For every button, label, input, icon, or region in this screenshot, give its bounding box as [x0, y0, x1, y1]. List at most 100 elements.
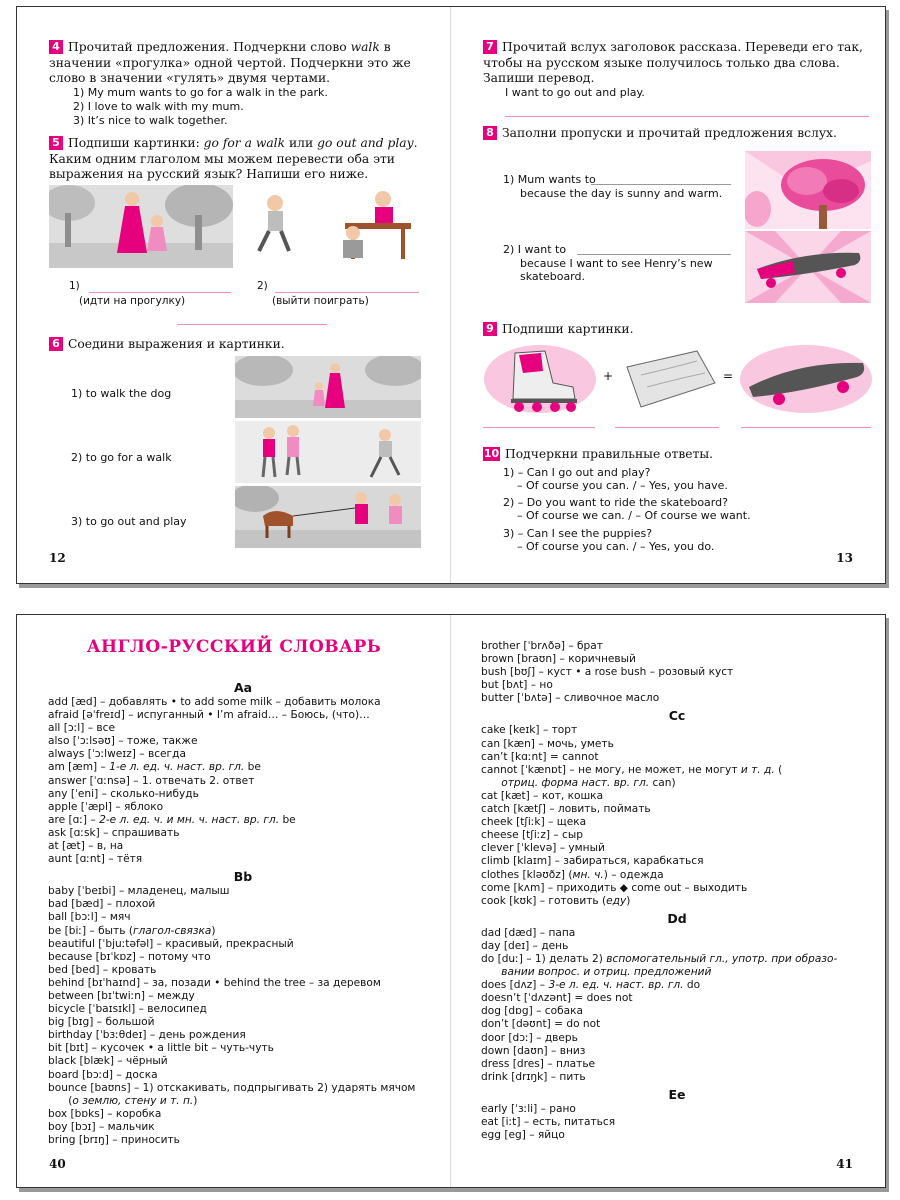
entry-text: can [kæn] – мочь, уметь	[481, 737, 614, 750]
entry-text: are [ɑː] –	[48, 813, 100, 826]
translation-line[interactable]	[505, 116, 869, 117]
exercise-6-number: 6	[49, 337, 63, 351]
entry-text-tail: )	[626, 894, 631, 907]
dictionary-entry: apple [ˈæpl] – яблоко	[48, 801, 438, 814]
entry-text: cheek [tʃiːk] – щека	[481, 816, 587, 829]
page-number: 41	[836, 1157, 853, 1171]
dictionary-entry: bring [brɪŋ] – приносить	[48, 1134, 438, 1147]
entry-text-tail: be	[244, 761, 261, 774]
entry-text: add [æd] – добавлять • to add some milk …	[48, 696, 381, 708]
picture-skateboard-pink	[745, 231, 871, 303]
dictionary-entry: also [ˈɔːlsəʊ] – тоже, также	[48, 735, 438, 748]
dictionary-entry: cake [keɪk] – торт	[481, 724, 873, 737]
entry-text-tail: be	[279, 813, 296, 826]
dictionary-entry: отриц. форма наст. вр. гл. can)	[481, 777, 873, 790]
dictionary-entry: birthday [ˈbɜːθdeɪ] – день рождения	[48, 1029, 438, 1042]
entry-text: catch [kætʃ] – ловить, поймать	[481, 803, 651, 816]
picture-walk-the-dog[interactable]	[235, 486, 421, 548]
dialogue-answer[interactable]: – Of course we can. / – Of course we wan…	[503, 509, 751, 522]
entry-grammar-note: глагол-связка	[132, 924, 212, 937]
expression-item[interactable]: 2) to go for a walk	[71, 451, 172, 464]
answer-line-1[interactable]	[89, 292, 231, 293]
dictionary-entry: dad [dæd] – папа	[481, 927, 873, 940]
dictionary-entry: do [duː] – 1) делать 2) вспомогательный …	[481, 953, 873, 966]
dictionary-entry: eat [iːt] – есть, питаться	[481, 1116, 873, 1129]
dictionary-entry: dress [dres] – платье	[481, 1058, 873, 1071]
dictionary-entry: cannot [ˈkænɒt] – не могу, не может, не …	[481, 764, 873, 777]
dictionary-entry: don’t [dəʊnt] = do not	[481, 1018, 873, 1031]
entry-text: all [ɔːl] – все	[48, 722, 115, 735]
dictionary-entry: beautiful [ˈbjuːtəfəl] – красивый, прекр…	[48, 938, 438, 951]
page-number: 40	[49, 1157, 66, 1171]
dictionary-entry: butter [ˈbʌtə] – сливочное масло	[481, 692, 873, 705]
picture-walk-in-park	[49, 185, 233, 268]
dictionary-entry: cat [kæt] – кот, кошка	[481, 790, 873, 803]
entry-text: answer [ˈɑːnsə] – 1. отвечать 2. ответ	[48, 774, 255, 787]
expression-item[interactable]: 3) to go out and play	[71, 515, 187, 528]
exercise-4-sentence: 3) It’s nice to walk together.	[73, 114, 228, 127]
entry-text: come [kʌm] – приходить ◆ come out – выхо…	[481, 881, 748, 894]
label-line-skate[interactable]	[483, 427, 595, 428]
dictionary-letter-heading: Aa	[233, 680, 253, 695]
entry-text: dress [dres] – платье	[481, 1057, 596, 1070]
dictionary-entry: come [kʌm] – приходить ◆ come out – выхо…	[481, 882, 873, 895]
expression-item[interactable]: 1) to walk the dog	[71, 387, 172, 400]
answer-label-1: 1)	[69, 280, 80, 292]
equals-sign: =	[723, 369, 734, 383]
exercise-4-number: 4	[49, 40, 63, 54]
page-gutter	[450, 615, 451, 1187]
gap-sentence-2: 2) I want to	[503, 243, 567, 256]
dictionary-entry: clothes [kləʊðz] (мн. ч.) – одежда	[481, 869, 873, 882]
entry-text: bicycle [ˈbaɪsɪkl] – велосипед	[48, 1003, 207, 1016]
dictionary-entry: early [ˈɜːli] – рано	[481, 1103, 873, 1116]
entry-text: cake [keɪk] – торт	[481, 724, 578, 737]
dictionary-entry: bed [bed] – кровать	[48, 964, 438, 977]
gap-sentence-2-continuation: because I want to see Henry’s new skateb…	[520, 257, 713, 283]
dictionary-entry: cheese [tʃiːz] – сыр	[481, 829, 873, 842]
dictionary-letter-heading: Cc	[668, 708, 686, 724]
dictionary-entry: ask [ɑːsk] – спрашивать	[48, 827, 438, 840]
entry-grammar-note: о землю, стену и т. п.	[72, 1094, 194, 1107]
entry-text-tail: (	[774, 763, 783, 776]
dialogue-answer[interactable]: – Of course you can. / – Yes, you have.	[503, 479, 728, 492]
answer-line-verb[interactable]	[177, 324, 327, 325]
picture-walk-in-park-small[interactable]	[235, 356, 421, 418]
dictionary-entry: black [blæk] – чёрный	[48, 1055, 438, 1068]
exercise-4-sentence: 1) My mum wants to go for a walk in the …	[73, 86, 328, 99]
entry-text: black [blæk] – чёрный	[48, 1055, 168, 1068]
dictionary-entry: can’t [kɑːnt] = cannot	[481, 751, 873, 764]
entry-text: down [daʊn] – вниз	[481, 1044, 586, 1057]
dialogue-answer[interactable]: – Of course you can. / – Yes, you do.	[503, 540, 715, 553]
dictionary-entry: are [ɑː] – 2-е л. ед. ч. и мн. ч. наст. …	[48, 814, 438, 827]
picture-go-out-and-play	[235, 185, 419, 268]
entry-text-tail: do	[683, 979, 701, 992]
entry-text: climb [klaɪm] – забираться, карабкаться	[481, 855, 704, 868]
entry-text: brown [braʊn] – коричневый	[481, 653, 636, 666]
dictionary-entry: be [biː] – быть (глагол-связка)	[48, 925, 438, 938]
label-line-skateboard[interactable]	[741, 427, 871, 428]
picture-kids-playing[interactable]	[235, 421, 421, 483]
entry-text: cat [kæt] – кот, кошка	[481, 789, 604, 802]
dictionary-entry: boy [bɔɪ] – мальчик	[48, 1121, 438, 1134]
entry-text: dad [dæd] – папа	[481, 926, 576, 939]
label-line-board[interactable]	[615, 427, 719, 428]
entry-text: bed [bed] – кровать	[48, 963, 157, 976]
gap-line-2[interactable]	[577, 254, 731, 255]
answer-line-2[interactable]	[275, 292, 419, 293]
entry-text-tail: )	[211, 924, 216, 937]
answer-label-2: 2)	[257, 280, 268, 292]
dictionary-entry: baby [ˈbeɪbi] – младенец, малыш	[48, 885, 438, 898]
dictionary-entry: вании вопрос. и отриц. предложений	[481, 966, 873, 979]
dialogue-line: 3) – Can I see the puppies?	[503, 527, 653, 540]
gap-line-1[interactable]	[591, 184, 731, 185]
picture-rose-bush	[745, 151, 871, 229]
dictionary-entry: aunt [ɑːnt] – тётя	[48, 853, 438, 866]
dictionary-entry: bicycle [ˈbaɪsɪkl] – велосипед	[48, 1003, 438, 1016]
entry-grammar-note: мн. ч.	[572, 868, 604, 881]
